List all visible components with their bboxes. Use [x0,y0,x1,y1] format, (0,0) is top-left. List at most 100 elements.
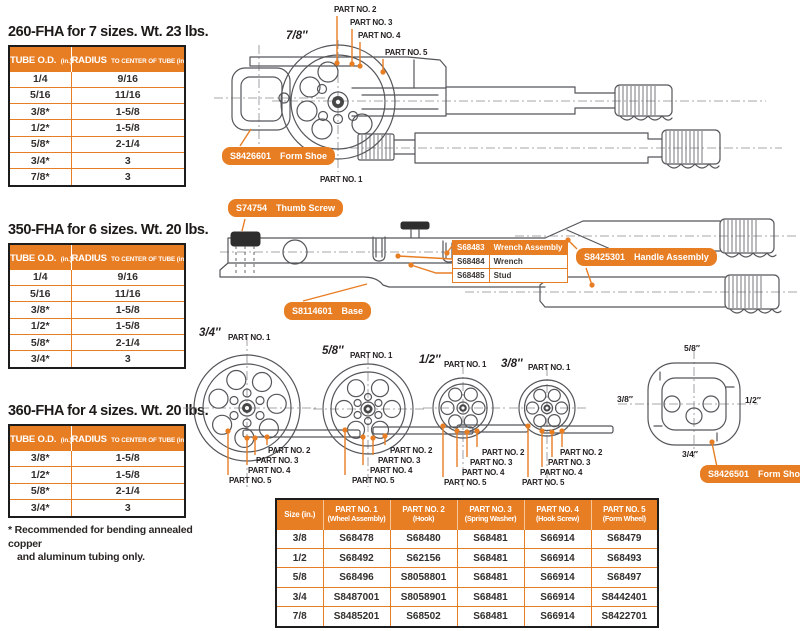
part5-header-line1: PART NO. 5 [603,505,646,515]
part-no-3-label: PART NO. 3 [378,456,421,465]
dimension-label-7-8: 7/8″ [286,30,308,42]
part-no-2-label: PART NO. 2 [268,446,311,455]
part-cell: S8422701 [590,606,658,627]
header-row: TUBE O.D. (in.) RADIUS TO CENTER OF TUBE… [9,244,185,269]
handle-assembly-callout: S8425301 Handle Assembly [576,248,717,266]
od-cell: 3/8* [9,103,72,120]
size-cell: 3/4 [276,586,323,607]
od-cell: 7/8* [9,168,72,186]
table-row: 7/8*3 [9,168,185,186]
od-cell: 5/8* [9,482,72,500]
part4-header-line1: PART NO. 4 [536,505,579,515]
tube-od-header-main: TUBE O.D. [10,433,57,445]
upper-handle [445,84,673,121]
od-cell: 5/16 [9,284,72,302]
part-number-cell: S68484 [452,254,490,269]
radius-header-sub: TO CENTER OF TUBE (in.) [111,57,185,65]
part-name-cell: Wrench Assembly [488,240,568,255]
part-cell: S62156 [389,547,457,568]
table-row: 1/2*1-5/8 [9,317,185,335]
part-cell: S68502 [389,606,457,627]
part5-header: PART NO. 5(Form Wheel) [590,499,658,529]
form-shoe-part-name: Form Shoe [280,151,328,161]
base-body [219,221,546,288]
form-wheel [280,44,396,160]
table-row: 3/8*1-5/8 [9,301,185,319]
leader-lines [225,423,718,477]
part-no-1-label: PART NO. 1 [528,363,571,372]
od-cell: 1/2* [9,317,72,335]
base-callout: S8114601 Base [284,302,372,320]
wrench-assembly-table: S68483 Wrench Assembly S68484 Wrench S68… [452,240,568,283]
tube-od-header-sub: (in.) [60,57,71,65]
form-shoe-side [231,67,291,131]
thumb-screw-part-number: S74754 [236,203,268,213]
handle-assembly-part-number: S8425301 [584,252,626,262]
radius-cell: 2-1/4 [71,482,185,500]
radius-header-main: RADIUS [71,54,107,66]
spec-title-350fha: 350-FHA for 6 sizes. Wt. 20 lbs. [8,222,209,238]
od-cell: 1/4 [9,268,72,286]
part-no-1-label: PART NO. 1 [320,175,363,184]
size-cell: 1/2 [276,547,323,568]
part-no-5-label: PART NO. 5 [385,48,428,57]
wheel-size-5-8: 5/8″ [322,345,344,357]
part-no-1-label: PART NO. 1 [444,360,487,369]
footnote-line2: and aluminum tubing only. [17,551,145,564]
bender-base-drawing [219,218,798,314]
od-cell: 5/16 [9,86,72,104]
part3-header-line1: PART NO. 3 [469,505,512,515]
part-cell: S68493 [590,547,658,568]
od-cell: 1/2* [9,119,72,137]
od-cell: 3/4* [9,152,72,169]
part-no-3-label: PART NO. 3 [470,458,513,467]
part-number-cell: S68483 [452,240,490,255]
part-no-2-label: PART NO. 2 [334,5,377,14]
radius-header: RADIUS TO CENTER OF TUBE (in.) [70,244,185,269]
od-cell: 5/8* [9,334,72,351]
radius-cell: 3 [71,168,185,186]
radius-cell: 9/16 [71,70,185,88]
part-cell: S68496 [322,567,390,588]
shoe-dim-top: 5/8″ [684,343,700,353]
radius-header: RADIUS TO CENTER OF TUBE (in.) [70,425,185,450]
spec-section-260fha: 260-FHA for 7 sizes. Wt. 23 lbs. TUBE O.… [8,24,209,187]
part1-header-line1: PART NO. 1 [335,505,378,515]
part-cell: S68479 [590,528,658,549]
base-part-number: S8114601 [292,306,333,316]
part3-header-line2: (Spring Washer) [464,514,517,524]
radius-header-main: RADIUS [71,433,107,445]
part-cell: S68478 [322,528,390,549]
radius-cell: 1-5/8 [71,103,185,120]
spec-table-260fha: TUBE O.D. (in.) RADIUS TO CENTER OF TUBE… [8,45,186,187]
form-wheels-drawing [183,337,758,487]
handle-assembly-part-name: Handle Assembly [634,252,709,262]
radius-cell: 9/16 [71,268,185,286]
tube-od-header-sub: (in.) [60,255,71,263]
radius-cell: 11/16 [71,284,185,302]
radius-header-sub: TO CENTER OF TUBE (in.) [111,436,185,444]
part-no-4-label: PART NO. 4 [370,466,413,475]
od-cell: 3/8* [9,301,72,319]
part-no-3-label: PART NO. 3 [350,18,393,27]
part2-header-line2: (Hook) [412,514,435,524]
table-row: S68485 Stud [452,268,568,283]
part-no-1-label: PART NO. 1 [228,333,271,342]
part-cell: S66914 [523,606,591,627]
parts-table-section: Size (in.) PART NO. 1(Wheel Assembly) PA… [275,498,659,628]
tube-od-header-sub: (in.) [60,436,71,444]
table-row: 3/4*3 [9,499,185,517]
leader-lines [241,218,595,302]
shoe-dim-left: 3/8″ [617,394,633,404]
form-shoe-front-part-name: Form Shoe [758,469,800,479]
thumb-screw-callout: S74754 Thumb Screw [228,199,344,217]
part-no-2-label: PART NO. 2 [482,448,525,457]
spec-section-350fha: 350-FHA for 6 sizes. Wt. 20 lbs. TUBE O.… [8,222,209,369]
part-no-5-label: PART NO. 5 [229,476,272,485]
radius-cell: 1-5/8 [71,317,185,335]
part-cell: S8487001 [322,586,390,607]
part-cell: S66914 [523,586,591,607]
